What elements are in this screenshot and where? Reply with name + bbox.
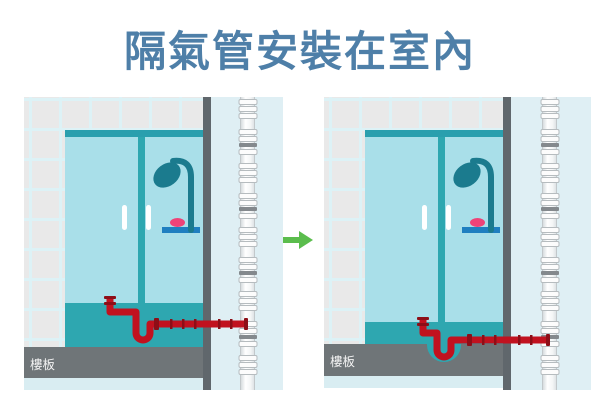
pipe-coupling-ring [238,200,257,206]
partition-wall [503,97,511,390]
pipe-joint-band [540,271,559,275]
diagram-after: 樓板 [324,97,591,390]
pipe-coupling-ring [540,328,559,334]
pipe-coupling-ring [238,106,257,112]
floor-slab: 樓板 [324,344,503,376]
pipe-coupling-ring [238,355,257,361]
shower-enclosure-frame [65,130,203,137]
pipe-coupling-ring [540,298,559,304]
pipe-joint-band [238,271,257,275]
pipe-coupling-ring [238,257,257,263]
pipe-joint-band [540,207,559,211]
pipe-coupling-ring [238,149,257,155]
door-handle-left [122,205,127,230]
ceiling-below [24,378,203,390]
pipe-coupling-ring [540,113,559,119]
diagram-before: 樓板 [24,97,283,390]
pipe-coupling-ring [540,305,559,311]
slab-label: 樓板 [330,355,356,369]
pipe-coupling-ring [540,193,559,199]
pipe-coupling-ring [540,149,559,155]
pipe-coupling-ring [238,170,257,176]
drain-pipe-u-trap [104,296,248,344]
pipe-coupling-ring [238,341,257,347]
pipe-coupling-ring [540,291,559,297]
pipe-coupling-ring [540,264,559,270]
pipe-coupling-ring [540,213,559,219]
pipe-coupling-ring [540,163,559,169]
pipe-coupling-ring [540,362,559,368]
ceiling-below [324,376,503,388]
shower-enclosure-frame [365,130,503,137]
pipe-coupling-ring [238,277,257,283]
pipe-coupling-ring [238,213,257,219]
door-handle-right [446,205,451,230]
pipe-coupling-ring [238,227,257,233]
pipe-coupling-ring [540,257,559,263]
shower-shelf [462,227,500,233]
page-title: 隔氣管安裝在室內 [123,28,476,75]
pipe-coupling-ring [540,369,559,375]
pipe-coupling-ring [540,277,559,283]
pipe-coupling-ring [238,291,257,297]
right-arrow-icon [283,231,313,249]
soap [170,218,185,227]
pipe-coupling-ring [540,234,559,240]
pipe-coupling-ring [238,369,257,375]
pipe-joint-band [238,207,257,211]
shower-door-divider [438,137,445,322]
pipe-coupling-ring [238,129,257,135]
door-handle-left [422,205,427,230]
pipe-coupling-ring [238,193,257,199]
soil-stack-pipe [238,97,257,390]
pipe-coupling-ring [238,241,257,247]
pipe-coupling-ring [238,136,257,142]
drain-pipe-u-trap [417,317,550,361]
pipe-coupling-ring [540,129,559,135]
soap [470,218,485,227]
pipe-coupling-ring [238,99,257,105]
pipes-overlay [104,157,248,344]
pipe-coupling-ring [238,113,257,119]
pipe-coupling-ring [238,362,257,368]
slab-label: 樓板 [30,358,56,372]
soil-stack-pipe [540,97,559,390]
shower-shelf [162,227,200,233]
partition-wall [203,97,211,390]
pipe-coupling-ring [540,321,559,327]
shower-head-icon [153,157,194,233]
pipes-overlay [417,157,550,361]
pipe-coupling-ring [540,200,559,206]
floor-slab: 樓板 [24,347,203,378]
shower-door-divider [138,137,145,303]
pipe-joint-band [238,335,257,339]
pipe-coupling-ring [540,177,559,183]
pipe-coupling-ring [540,227,559,233]
door-handle-right [146,205,151,230]
pipe-coupling-ring [540,106,559,112]
pipe-coupling-ring [238,298,257,304]
pipe-coupling-ring [540,241,559,247]
pipe-coupling-ring [540,99,559,105]
pipe-coupling-ring [238,264,257,270]
pipe-coupling-ring [540,170,559,176]
pipe-coupling-ring [238,163,257,169]
pipe-coupling-ring [238,305,257,311]
pipe-coupling-ring [238,234,257,240]
shower-head-icon [453,157,494,233]
pipe-joint-band [540,143,559,147]
pipe-joint-band [238,143,257,147]
pipe-coupling-ring [540,136,559,142]
pipe-coupling-ring [540,355,559,361]
pipe-coupling-ring [238,177,257,183]
